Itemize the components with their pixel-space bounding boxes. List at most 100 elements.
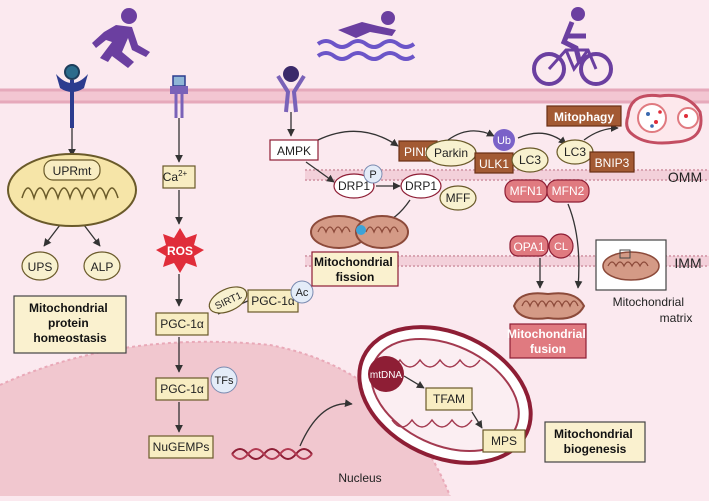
ca-label: Ca2+ bbox=[163, 169, 188, 184]
ca-text: Ca bbox=[163, 170, 179, 184]
fusion-label: Mitochondrial fusion bbox=[507, 327, 589, 356]
lc3-node-a bbox=[511, 147, 549, 173]
ulk1-label: ULK1 bbox=[479, 157, 509, 171]
nugemps-label: NuGEMPs bbox=[153, 440, 210, 454]
pgc1a-box-1 bbox=[155, 312, 209, 336]
protein-homeostasis-line-1: Mitochondrial bbox=[29, 301, 108, 315]
drp1-node-b bbox=[400, 173, 442, 199]
ca-superscript: 2+ bbox=[178, 169, 187, 178]
fusion-box bbox=[509, 323, 587, 359]
ub-label: Ub bbox=[497, 135, 511, 147]
lc3-label-a: LC3 bbox=[519, 153, 541, 167]
ros-label: ROS bbox=[167, 244, 193, 258]
cl-circle bbox=[548, 233, 574, 259]
imm-label: IMM bbox=[674, 255, 701, 271]
alp-label: ALP bbox=[91, 260, 114, 274]
ros-burst-icon bbox=[156, 228, 204, 273]
cl-label: CL bbox=[554, 241, 568, 253]
arrow-mtdna-to-tfam bbox=[403, 375, 425, 389]
receptor-2-icon bbox=[170, 75, 188, 118]
fission-line-1: Mitochondrial bbox=[314, 255, 393, 269]
matrix-label: Mitochondrial matrix bbox=[613, 295, 693, 325]
arrow-to-ups bbox=[43, 224, 61, 247]
matrix-line-1: Mitochondrial bbox=[613, 295, 684, 309]
drp1-node-a bbox=[333, 173, 375, 199]
mfn1-label: MFN1 bbox=[510, 184, 543, 198]
alp-node bbox=[83, 251, 121, 281]
parkin-label: Parkin bbox=[434, 146, 468, 160]
arrow-dna-to-biogenesis bbox=[299, 399, 353, 447]
mfn2-label: MFN2 bbox=[552, 184, 585, 198]
swimmer-icon bbox=[316, 11, 416, 61]
ub-circle bbox=[493, 129, 515, 151]
fusion-line-2: fusion bbox=[530, 342, 566, 356]
ac-circle bbox=[290, 280, 314, 304]
arrow-ampk-to-drp1 bbox=[305, 161, 335, 183]
biogenesis-line-2: biogenesis bbox=[564, 442, 627, 456]
running-person-icon bbox=[92, 8, 150, 68]
nucleus-label: Nucleus bbox=[338, 471, 381, 485]
tfs-label: TFs bbox=[215, 375, 234, 387]
opa1-box bbox=[509, 235, 549, 257]
fission-box bbox=[311, 251, 399, 287]
omm-label: OMM bbox=[668, 169, 702, 185]
protein-homeostasis-line-2: protein bbox=[48, 316, 89, 330]
pink-label: PINK bbox=[404, 145, 432, 159]
fission-mitochondrion-icon bbox=[310, 215, 409, 249]
lc3-label-b: LC3 bbox=[564, 145, 586, 159]
protein-homeostasis-line-3: homeostasis bbox=[33, 331, 107, 345]
tfs-circle bbox=[210, 366, 238, 394]
mitophagy-box bbox=[546, 105, 622, 127]
tfam-label: TFAM bbox=[433, 392, 465, 406]
ups-node bbox=[21, 251, 59, 281]
matrix-line-2: matrix bbox=[660, 311, 693, 325]
opa1-label: OPA1 bbox=[513, 240, 544, 254]
nugemps-box bbox=[148, 435, 214, 459]
drp1-label-b: DRP1 bbox=[405, 179, 437, 193]
arrow-mfn-to-fusion bbox=[567, 203, 583, 289]
arrow-to-mitophagy bbox=[583, 124, 619, 141]
mff-node bbox=[439, 185, 477, 211]
biogenesis-label: Mitochondrial biogenesis bbox=[554, 427, 636, 456]
fusion-mitochondrion-icon bbox=[512, 292, 586, 320]
mitophagy-label: Mitophagy bbox=[554, 110, 614, 124]
protein-homeostasis-box bbox=[13, 295, 127, 354]
uprmt-label: UPRmt bbox=[53, 164, 92, 178]
tfam-box bbox=[425, 387, 473, 411]
uprmt-box bbox=[43, 159, 101, 181]
ampk-label: AMPK bbox=[277, 144, 311, 158]
mps-label: MPS bbox=[491, 434, 517, 448]
drp1-label-a: DRP1 bbox=[338, 179, 370, 193]
mtdna-circle bbox=[368, 356, 404, 392]
receptor-3-icon bbox=[276, 66, 306, 113]
biogenesis-line-1: Mitochondrial bbox=[554, 427, 633, 441]
arrow-ampk-to-pink bbox=[317, 130, 399, 147]
sirt1-node bbox=[208, 286, 248, 314]
pgc1a-label-1: PGC-1α bbox=[160, 317, 204, 331]
cell-membrane bbox=[0, 88, 709, 104]
arrow-ub-to-lc3 bbox=[517, 132, 567, 145]
biogenesis-box bbox=[544, 421, 646, 463]
ca-box bbox=[162, 165, 196, 189]
nucleus-region bbox=[0, 341, 450, 496]
nuclear-envelope bbox=[0, 340, 451, 497]
ac-label: Ac bbox=[296, 287, 309, 299]
arrow-tfam-to-mps bbox=[471, 411, 483, 429]
mitochondrion-uprmt bbox=[7, 153, 137, 227]
mitochondrion-icon bbox=[602, 249, 660, 281]
receptor-1-icon bbox=[56, 64, 88, 128]
arrow-parkin-to-ub bbox=[447, 129, 495, 141]
p-circle bbox=[363, 164, 383, 184]
pgc1a-label-2: PGC-1α bbox=[160, 382, 204, 396]
p-label: P bbox=[369, 169, 376, 181]
cyclist-icon bbox=[532, 7, 613, 86]
autophagosome-icon bbox=[625, 93, 703, 145]
ups-label: UPS bbox=[28, 260, 53, 274]
fusion-line-1: Mitochondrial bbox=[507, 327, 586, 341]
mff-label: MFF bbox=[446, 191, 471, 205]
pgc1a-box-2 bbox=[155, 377, 209, 401]
bnip3-label: BNIP3 bbox=[595, 156, 630, 170]
mtdna-label: mtDNA bbox=[370, 370, 403, 381]
